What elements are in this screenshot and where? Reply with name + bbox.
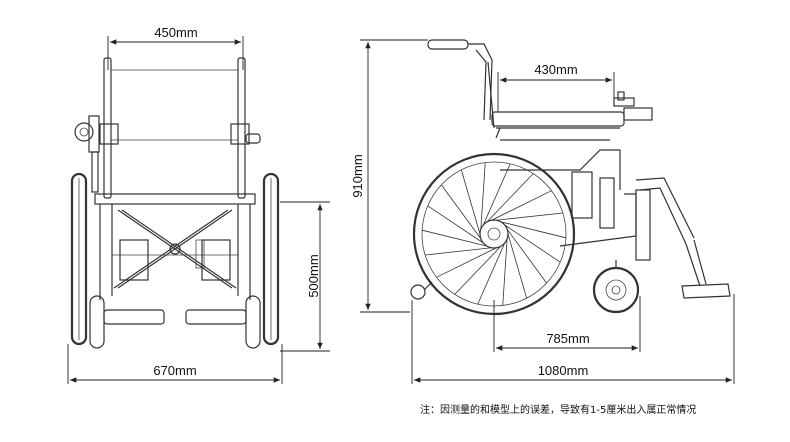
spoke <box>506 228 547 284</box>
dim-450: 450mm <box>107 25 244 70</box>
front-view: 450mm <box>67 25 330 384</box>
dim-430-label: 430mm <box>534 62 577 77</box>
dim-450-label: 450mm <box>154 25 197 40</box>
measurement-note: 注：因测量的和模型上的误差，导致有1-5厘米出入属正常情况 <box>420 405 697 416</box>
spoke <box>480 162 486 230</box>
spoke <box>482 163 511 226</box>
spoke <box>422 229 488 247</box>
dim-670-label: 670mm <box>153 363 196 378</box>
dim-430: 430mm <box>497 62 615 112</box>
spoke <box>441 184 482 240</box>
dim-500-label: 500mm <box>306 254 321 297</box>
spoke <box>460 169 481 235</box>
spoke <box>496 212 563 221</box>
dim-910: 910mm <box>350 39 428 313</box>
dim-785: 785mm <box>493 296 641 352</box>
spoke <box>427 205 484 244</box>
spoke <box>454 245 502 295</box>
spoke <box>500 221 566 239</box>
spoke <box>436 247 497 278</box>
dim-785-label: 785mm <box>546 331 589 346</box>
spoke <box>477 242 506 305</box>
spoke <box>425 247 492 256</box>
spoke <box>502 238 508 306</box>
dim-1080: 1080mm <box>411 294 735 384</box>
spoke <box>486 173 534 223</box>
dim-670: 670mm <box>67 344 283 384</box>
spoke <box>504 224 561 263</box>
wheel-spokes <box>422 162 566 306</box>
spoke <box>491 190 552 221</box>
side-view: 910mm 430mm <box>350 39 735 384</box>
dim-910-label: 910mm <box>350 154 365 197</box>
dim-500: 500mm <box>280 201 330 352</box>
spoke <box>507 233 528 299</box>
dim-1080-label: 1080mm <box>538 363 589 378</box>
